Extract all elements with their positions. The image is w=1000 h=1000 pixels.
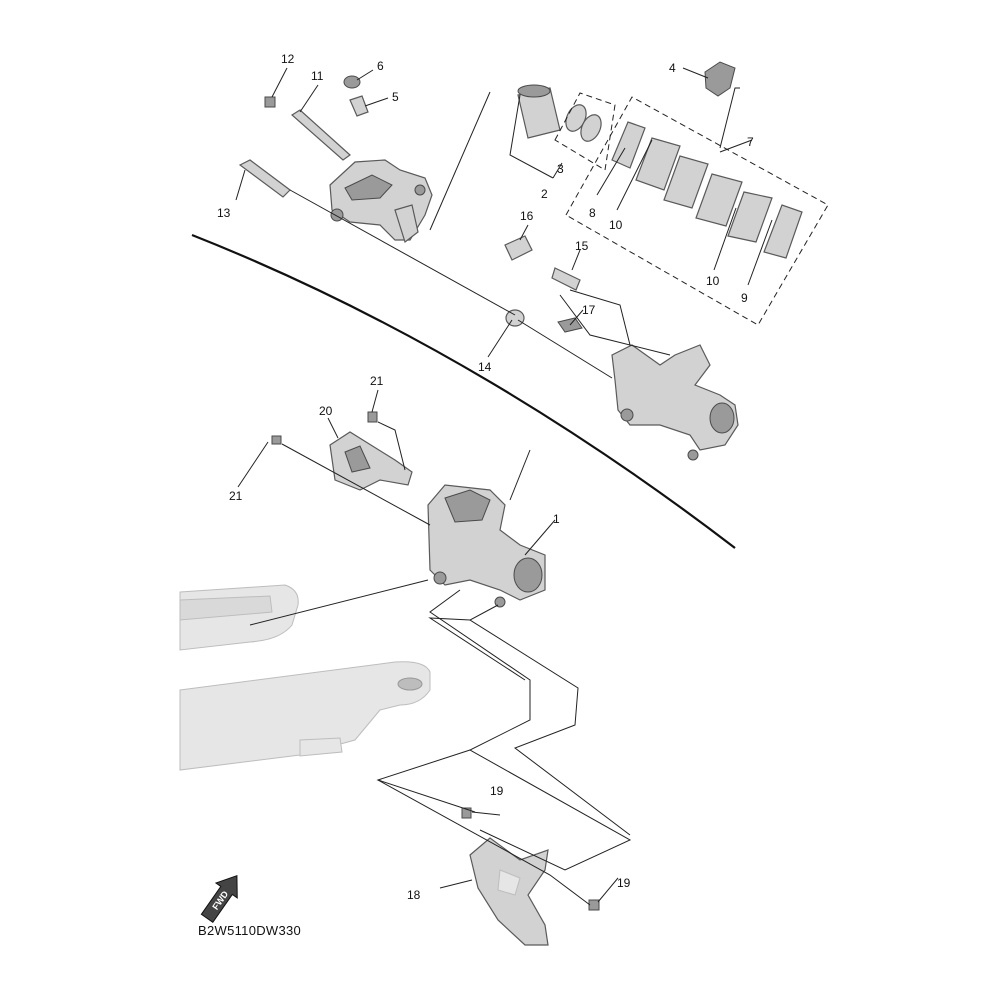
callout-7: 7 <box>747 135 754 149</box>
callout-12: 12 <box>281 52 295 66</box>
brake-pads <box>611 121 803 259</box>
callout-10b: 10 <box>706 274 720 288</box>
callout-8: 8 <box>589 206 596 220</box>
callout-1: 1 <box>553 512 560 526</box>
piston <box>517 84 561 139</box>
callout-13: 13 <box>217 206 231 220</box>
callout-21b: 21 <box>229 489 243 503</box>
slide-pin <box>504 235 533 261</box>
fwd-arrow-icon: FWD <box>200 875 238 924</box>
callout-10a: 10 <box>609 218 623 232</box>
seal-kit-group <box>554 92 616 171</box>
bracket-18 <box>469 837 549 946</box>
bolt-11 <box>290 109 351 161</box>
seal-kit <box>565 104 602 142</box>
bolt-12 <box>264 96 276 108</box>
callout-9: 9 <box>741 291 748 305</box>
bolt-21-lower <box>271 435 282 445</box>
diagram-code: B2W5110DW330 <box>198 923 301 938</box>
callout-11: 11 <box>311 69 324 83</box>
callout-16: 16 <box>520 209 534 223</box>
caliper-bracket-upper <box>611 344 739 461</box>
callout-5: 5 <box>392 90 399 104</box>
bolt-19-lower <box>588 899 600 911</box>
bleed-screw <box>551 267 581 291</box>
callout-19a: 19 <box>490 784 504 798</box>
grommet-14 <box>505 309 525 327</box>
bolt-21-upper <box>367 411 378 423</box>
callout-14: 14 <box>478 360 492 374</box>
brake-pad-group <box>565 96 829 326</box>
swingarm <box>179 584 431 771</box>
pad-spring <box>704 61 736 97</box>
callout-17: 17 <box>582 303 596 317</box>
callout-19b: 19 <box>617 876 631 890</box>
callout-18: 18 <box>407 888 421 902</box>
callout-15: 15 <box>575 239 589 253</box>
callout-4: 4 <box>669 61 676 75</box>
callout-2: 2 <box>541 187 548 201</box>
callout-6: 6 <box>377 59 384 73</box>
callout-21a: 21 <box>370 374 384 388</box>
callout-20: 20 <box>319 404 333 418</box>
plug-5 <box>349 95 369 117</box>
section-divider <box>191 233 736 549</box>
guard-20 <box>329 431 413 491</box>
callout-labels: 12 6 11 5 4 7 2 3 8 10 16 15 13 10 9 17 … <box>217 52 754 902</box>
callout-3: 3 <box>557 162 564 176</box>
caliper-assembly <box>427 484 546 608</box>
caliper-upper <box>329 159 433 244</box>
bolt-13 <box>238 159 291 198</box>
cap-6 <box>343 75 361 89</box>
leader-lines <box>235 67 773 906</box>
bolt-19-upper <box>461 807 472 819</box>
